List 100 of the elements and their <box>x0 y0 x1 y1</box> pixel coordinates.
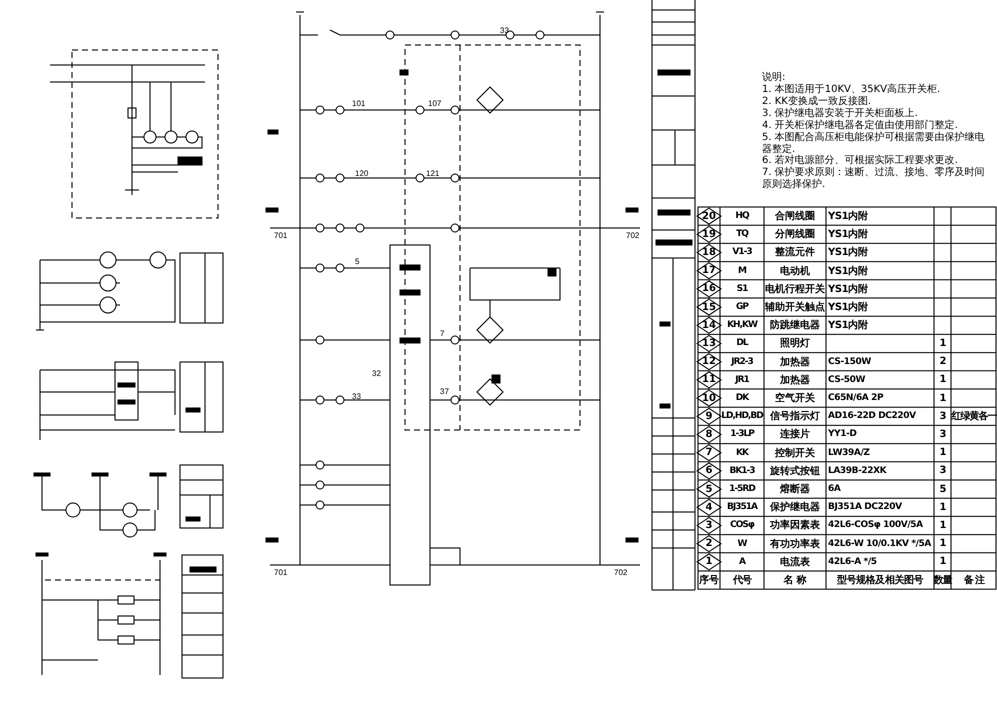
table-cell-text: YY1-D <box>828 429 857 440</box>
table-cell-text: 5 <box>940 484 946 495</box>
terminal-number: 32 <box>372 370 381 379</box>
table-header: 代号 <box>733 574 751 588</box>
row-number: 4 <box>706 502 712 513</box>
terminal-number: 33 <box>352 393 361 402</box>
row-number: 17 <box>702 265 716 276</box>
table-cell-text: YS1内附 <box>828 300 868 314</box>
table-cell-text: LW39A/Z <box>828 448 870 458</box>
row-number: 9 <box>706 410 712 422</box>
table-cell-text: V1-3 <box>732 247 752 258</box>
terminal-number: 702 <box>626 232 640 241</box>
row-number: 8 <box>706 428 712 440</box>
table-cell-text: BK1-3 <box>729 466 755 476</box>
row-number: 12 <box>702 356 716 368</box>
table-cell-text: 照明灯 <box>780 336 810 350</box>
table-cell-text: A <box>739 556 745 567</box>
table-cell-text: YS1内附 <box>828 228 868 242</box>
table-cell-text: LD,HD,BD <box>721 411 763 422</box>
terminal-number: 5 <box>355 258 360 267</box>
table-cell-text: 熔断器 <box>780 482 810 496</box>
table-cell-text: 1 <box>940 538 946 550</box>
table-header: 序号 <box>699 573 719 588</box>
table-cell-text: 加热器 <box>780 356 810 369</box>
table-cell-text: DK <box>736 393 748 404</box>
table-cell-text: YS1内附 <box>828 282 868 296</box>
terminal-number: 701 <box>274 569 288 578</box>
table-cell-text: 42L6-COSφ 100V/5A <box>828 520 923 530</box>
table-cell-text: 1 <box>940 502 946 513</box>
table-header: 名 称 <box>783 574 807 588</box>
table-cell-text: CS-50W <box>828 374 866 385</box>
note-text: 7. 保护要求原则：速断、过流、接地、零序及时间原则选择保护. <box>762 167 986 190</box>
table-cell-text: 保护继电器 <box>770 500 820 514</box>
table-cell-text: YS1内附 <box>828 264 868 278</box>
row-number: 11 <box>702 374 716 386</box>
note-text: 5. 本图配合高压柜电能保护可根据需要由保护继电器整定. <box>762 132 986 154</box>
row-number: 14 <box>702 320 716 331</box>
row-number: 10 <box>702 392 716 404</box>
row-number: 2 <box>706 538 712 550</box>
table-cell-text: 3 <box>940 410 946 422</box>
table-cell-text: 6A <box>828 484 840 494</box>
table-cell-text: COSφ <box>730 520 754 530</box>
table-cell-text: 分闸线圈 <box>775 228 815 242</box>
table-cell-text: LA39B-22XK <box>828 466 886 476</box>
row-number: 3 <box>706 520 712 531</box>
table-cell-text: 连接片 <box>780 428 810 442</box>
table-cell-text: YS1内附 <box>828 318 868 332</box>
table-cell-text: 电动机 <box>780 264 810 278</box>
table-cell-text: S1 <box>736 284 748 294</box>
terminal-number: 121 <box>426 170 440 179</box>
table-cell-text: 有功功率表 <box>770 537 820 551</box>
terminal-number: 701 <box>274 232 288 241</box>
table-cell-text: DL <box>736 338 748 348</box>
note-text: 4. 开关柜保护继电器各定值由使用部门整定. <box>762 120 959 132</box>
row-number: 13 <box>702 338 716 349</box>
row-number: 19 <box>702 228 716 240</box>
table-cell-text: 功率因素表 <box>770 518 820 532</box>
table-cell-text: BJ351A <box>727 502 757 512</box>
table-cell-text: 3 <box>940 428 946 440</box>
table-cell-text: 1-5RD <box>729 484 755 494</box>
table-cell-text: KH,KW <box>727 320 757 330</box>
table-cell-text: 信号指示灯 <box>770 410 820 424</box>
table-cell-text: 1-3LP <box>730 429 754 440</box>
table-cell-text: YS1内附 <box>828 210 868 224</box>
table-cell-text: 1 <box>940 447 946 458</box>
table-cell-text: 旋转式按钮 <box>770 464 820 478</box>
terminal-number: 702 <box>614 569 628 578</box>
table-cell-text: BJ351A DC220V <box>828 502 902 512</box>
row-number: 5 <box>706 484 712 495</box>
row-number: 18 <box>702 246 716 258</box>
table-cell-text: W <box>738 538 746 549</box>
note-text: 2. KK变换成一致反接图. <box>762 96 872 108</box>
terminal-number: 7 <box>440 330 444 339</box>
table-header: 型号规格及相关图号 <box>836 574 924 588</box>
table-cell-text: 电流表 <box>780 555 810 569</box>
table-cell-text: 加热器 <box>780 374 810 387</box>
table-cell-text: CS-150W <box>828 356 871 367</box>
table-cell-text: 2 <box>940 356 946 368</box>
table-cell-text: 1 <box>940 556 946 568</box>
row-number: 7 <box>706 447 712 458</box>
row-number: 6 <box>706 465 712 476</box>
table-cell-text: 辅助开关触点 <box>765 300 825 314</box>
table-cell-text: 1 <box>940 338 946 349</box>
table-cell-text: JR2-3 <box>731 356 753 367</box>
terminal-number: 107 <box>428 100 442 109</box>
table-cell-text: YS1内附 <box>828 246 868 260</box>
notes-heading: 说明: <box>762 72 786 84</box>
row-number: 20 <box>702 210 716 222</box>
table-cell-text: M <box>738 266 746 276</box>
table-cell-text: 3 <box>940 465 946 476</box>
table-cell-text: 整流元件 <box>775 245 815 260</box>
table-cell-text: 1 <box>940 374 946 386</box>
table-cell-text: GP <box>736 302 748 312</box>
row-number: 16 <box>702 283 716 294</box>
table-cell-text: JR1 <box>735 374 749 385</box>
table-cell-text: HQ <box>735 211 749 222</box>
terminal-number: 33 <box>500 27 509 36</box>
table-cell-text: TQ <box>736 229 748 240</box>
table-cell-text: 42L6-A */5 <box>828 556 877 567</box>
note-text: 1. 本图适用于10KV、35KV高压开关柜. <box>762 84 942 96</box>
